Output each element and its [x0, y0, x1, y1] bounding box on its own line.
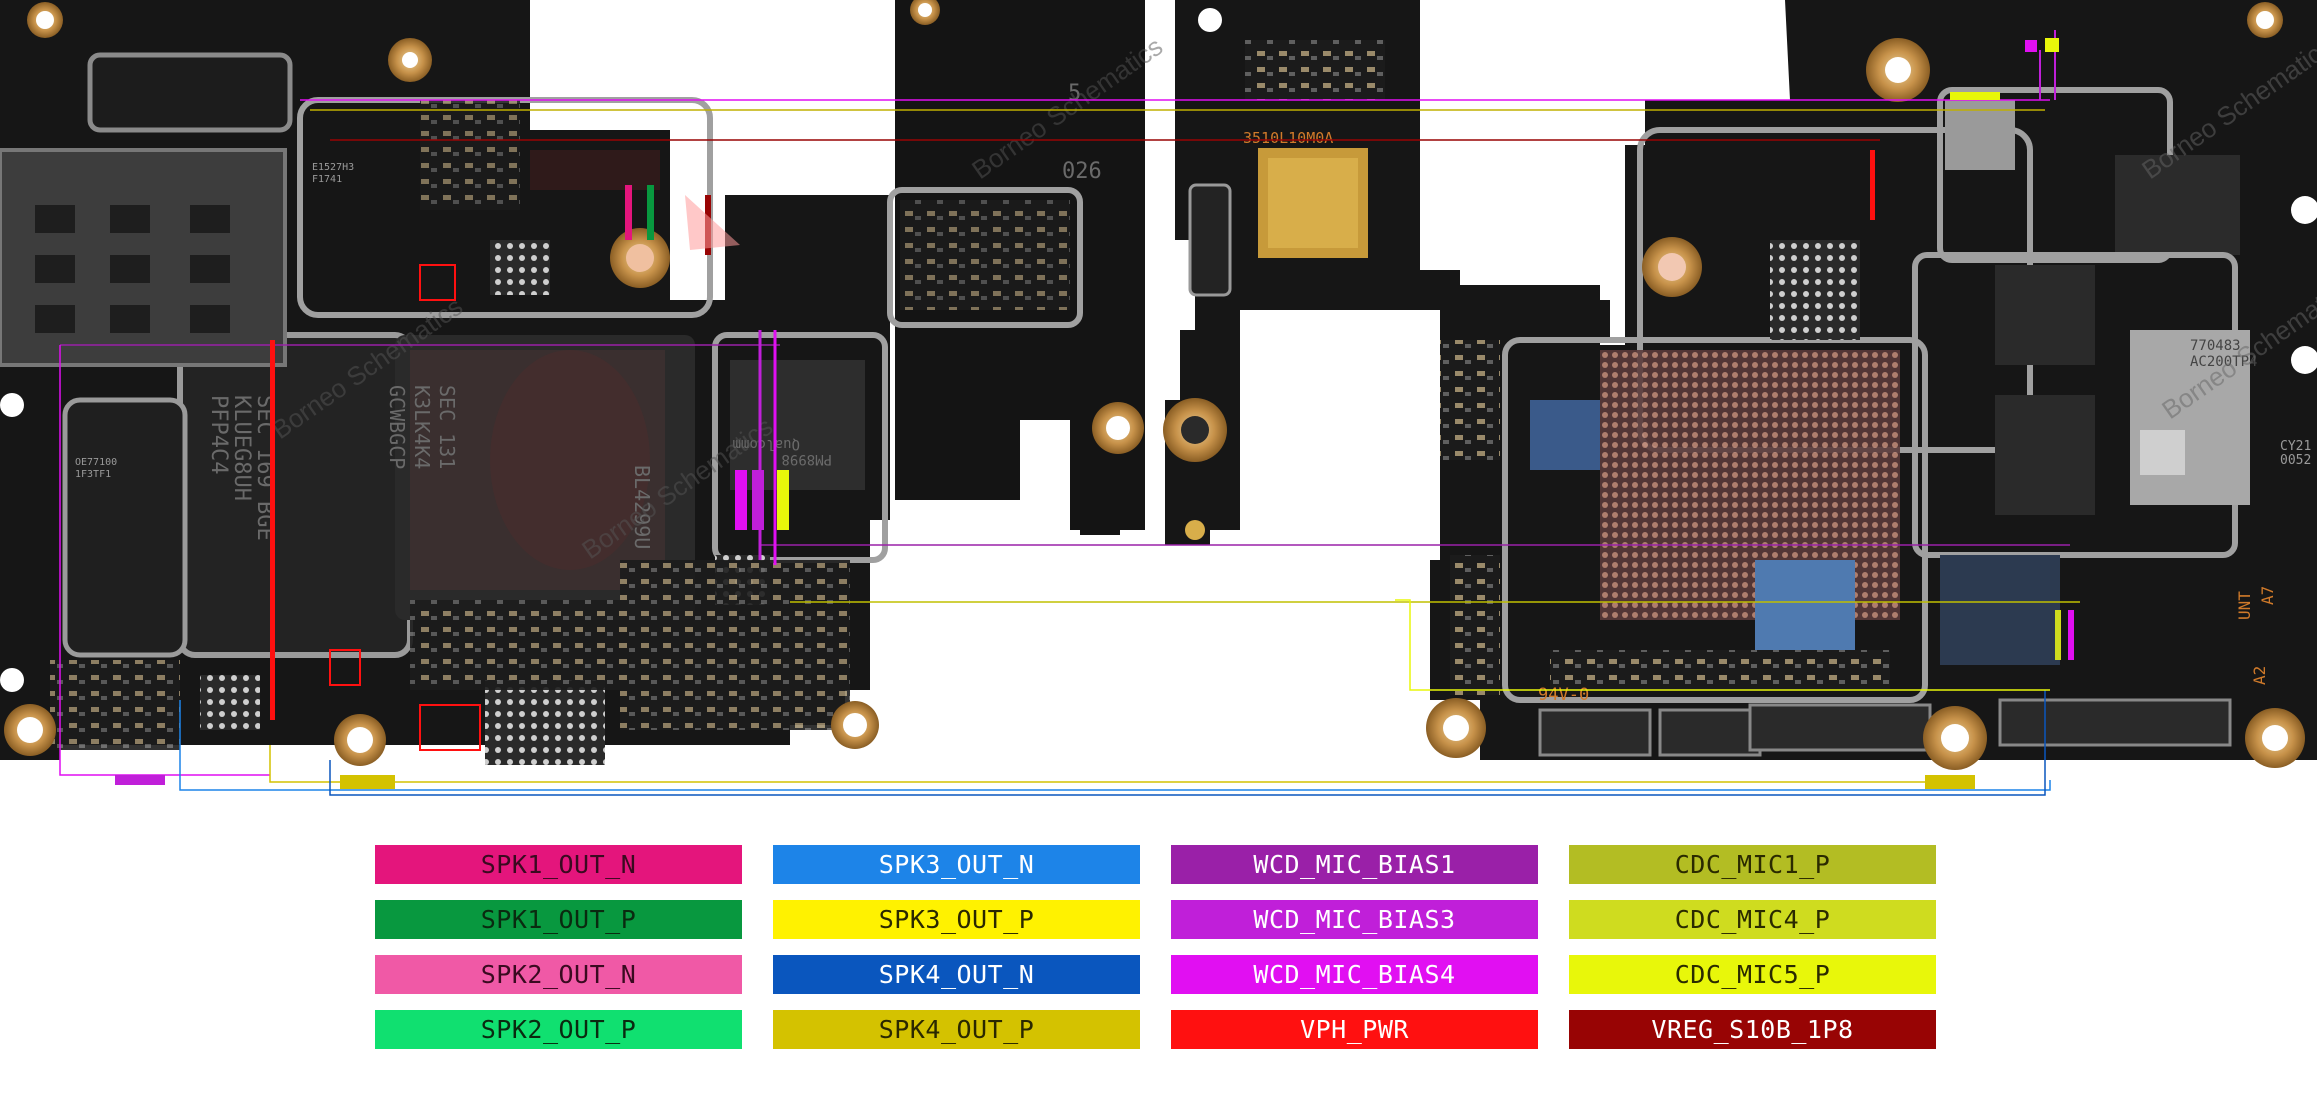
chip-label-qualcomm: Qualcomm: [733, 436, 800, 452]
legend-item: SPK1_OUT_P: [375, 900, 742, 939]
legend-item: WCD_MIC_BIAS3: [1171, 900, 1538, 939]
small-label-2: 1F3TF1: [75, 469, 111, 480]
a2-label: A2: [2250, 666, 2269, 685]
cy-label: CY21: [2280, 439, 2311, 454]
chip-label-b3: PFP4C4: [206, 395, 231, 474]
unt-label: UNT: [2235, 591, 2254, 620]
small-label-4: F1741: [312, 174, 342, 185]
trace-highlights: [115, 38, 2074, 789]
right-board: 770483 AC200TP4 94V-0 UNT A7 A2 CY21 005…: [1400, 0, 2317, 770]
fr4-label: 94V-0: [1538, 685, 1589, 705]
small-label-3: E1527H3: [312, 162, 354, 173]
legend-item: CDC_MIC1_P: [1569, 845, 1936, 884]
legend-item: SPK2_OUT_P: [375, 1010, 742, 1049]
legend-item: VPH_PWR: [1171, 1010, 1538, 1049]
legend-item: WCD_MIC_BIAS1: [1171, 845, 1538, 884]
left-board: SEC 131 K3LK4K4 GCWBGCP BL4299U SEC 169 …: [0, 0, 1168, 766]
chip-label-a4: BL4299U: [630, 465, 654, 549]
board-code: 3510L10M0A: [1243, 129, 1333, 147]
wifi-label: 770483: [2190, 338, 2241, 354]
legend-item: SPK3_OUT_N: [773, 845, 1140, 884]
legend-item: WCD_MIC_BIAS4: [1171, 955, 1538, 994]
chip-label-b2: KLUEG8UH: [229, 395, 254, 501]
legend-item: VREG_S10B_1P8: [1569, 1010, 1936, 1049]
legend-item: CDC_MIC5_P: [1569, 955, 1936, 994]
legend-item: CDC_MIC4_P: [1569, 900, 1936, 939]
legend-item: SPK4_OUT_N: [773, 955, 1140, 994]
legend-item: SPK2_OUT_N: [375, 955, 742, 994]
chip-label-a: SEC 131: [435, 385, 459, 469]
legend-item: SPK4_OUT_P: [773, 1010, 1140, 1049]
legend-item: SPK3_OUT_P: [773, 900, 1140, 939]
chip-label-a2: K3LK4K4: [410, 385, 434, 469]
trace-overlay: [59, 30, 2080, 796]
legend-item: SPK1_OUT_N: [375, 845, 742, 884]
middle-board: 3510L10M0A: [1163, 0, 1610, 545]
cy-label-2: 0052: [2280, 453, 2311, 468]
a7-label: A7: [2258, 586, 2277, 605]
chip-label-a3: GCWBGCP: [385, 385, 409, 469]
wifi-label-2: AC200TP4: [2190, 354, 2257, 370]
chip-label-pmic: PM8998: [781, 451, 832, 467]
small-label-1: OE77100: [75, 457, 117, 468]
version-label: 026: [1062, 159, 1102, 184]
